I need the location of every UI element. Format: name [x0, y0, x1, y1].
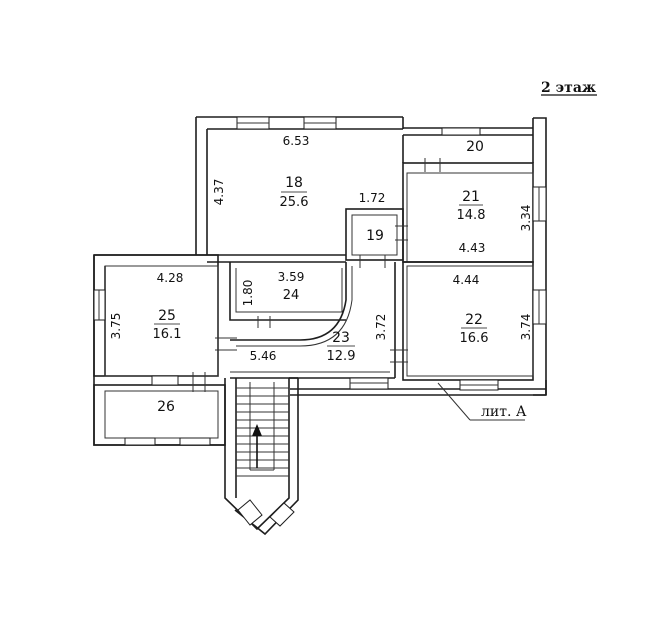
staircase [236, 382, 289, 477]
dim-4-37: 4.37 [212, 179, 226, 206]
floor-label: 2 этаж [541, 80, 596, 96]
room-20-number: 20 [466, 139, 484, 155]
dim-3-74: 3.74 [519, 314, 533, 341]
room-25-number: 25 [158, 308, 176, 324]
room-18-number: 18 [285, 175, 303, 191]
room-25-area: 16.1 [153, 327, 182, 342]
dim-3-75: 3.75 [109, 313, 123, 340]
dim-1-80: 1.80 [241, 280, 255, 307]
room-21-number: 21 [462, 189, 480, 205]
dim-5-46: 5.46 [250, 349, 277, 363]
room-23-number: 23 [332, 330, 350, 346]
windows [93, 116, 547, 527]
dim-4-44: 4.44 [453, 273, 480, 287]
room-19-number: 19 [366, 228, 384, 244]
room-22-area: 16.6 [460, 331, 489, 346]
room-22-number: 22 [465, 312, 483, 328]
dim-3-72: 3.72 [374, 314, 388, 341]
stair-arrow-head-icon [252, 424, 262, 436]
dim-1-72: 1.72 [359, 191, 386, 205]
dim-3-34: 3.34 [519, 205, 533, 232]
room-21-area: 14.8 [457, 208, 486, 223]
room-24-area: 24 [283, 288, 300, 303]
room-18-area: 25.6 [280, 195, 309, 210]
building-label: лит. А [481, 404, 527, 420]
room-23-area: 12.9 [327, 349, 356, 364]
room-24-dimension: 3.59 [278, 270, 305, 284]
dim-4-43: 4.43 [459, 241, 486, 255]
dim-4-28: 4.28 [157, 271, 184, 285]
room-26-number: 26 [157, 399, 175, 415]
dim-6-53: 6.53 [283, 134, 310, 148]
